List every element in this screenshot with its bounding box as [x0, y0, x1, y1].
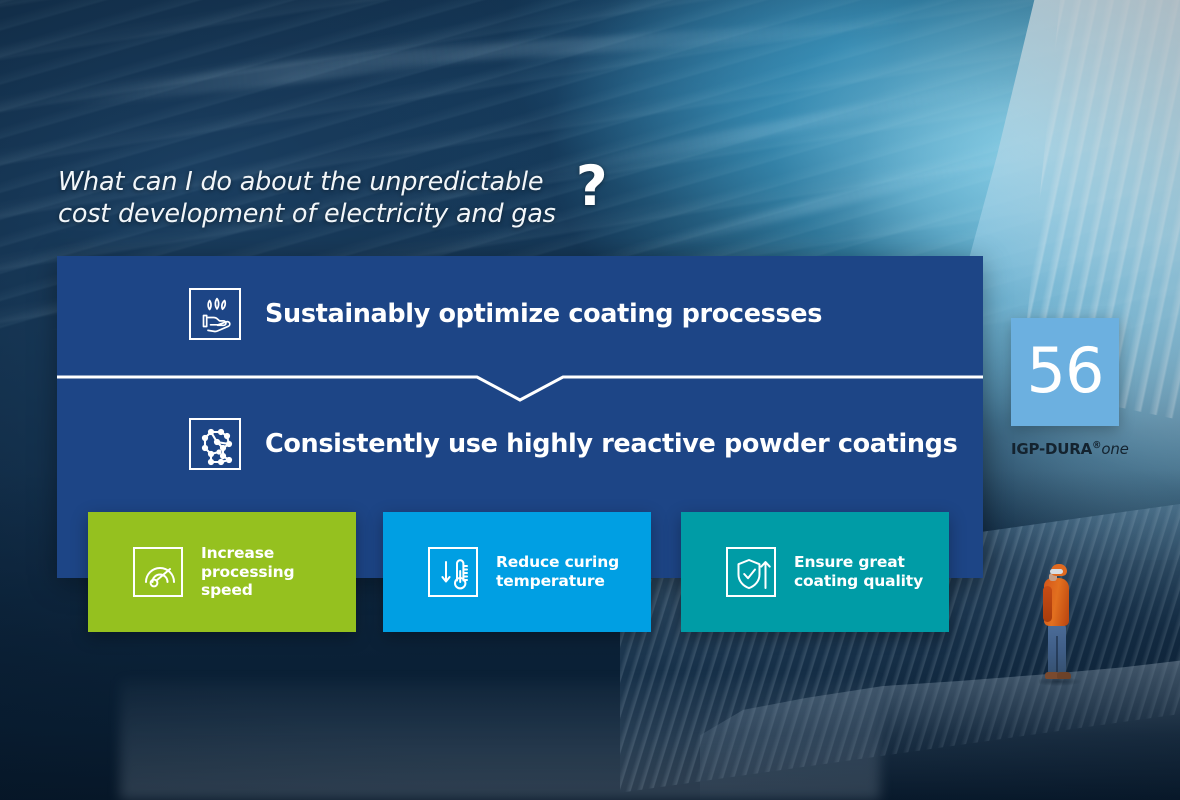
chevron-divider: [57, 372, 983, 402]
headline: What can I do about the unpredictable co…: [58, 159, 608, 230]
person-in-orange-jacket: [1035, 564, 1081, 704]
person-leg-split: [1056, 636, 1058, 672]
question-mark-icon: ?: [575, 154, 608, 218]
badge-number: 56: [1026, 333, 1105, 407]
panel-row-powder-coatings: Consistently use highly reactive powder …: [57, 386, 983, 502]
panel-row-sustainability: Sustainably optimize coating processes: [57, 256, 983, 372]
person-boot: [1045, 672, 1060, 679]
headline-text: What can I do about the unpredictable co…: [58, 167, 556, 230]
shield-check-up-arrow-icon: [726, 547, 776, 597]
person-boot: [1057, 672, 1071, 679]
thermometer-down-icon: [428, 547, 478, 597]
person-face: [1049, 573, 1057, 581]
card-reduce-curing-temperature[interactable]: Reduce curing temperature: [383, 512, 651, 632]
badge-square: 56: [1011, 318, 1119, 426]
card-label: Reduce curing temperature: [496, 553, 620, 590]
brand-main: IGP-DURA: [1011, 440, 1093, 458]
panel-label: Consistently use highly reactive powder …: [265, 429, 958, 459]
melt-pool: [120, 680, 880, 800]
registered-trademark-icon: ®: [1092, 440, 1102, 451]
card-ensure-great-coating-quality[interactable]: Ensure great coating quality: [681, 512, 949, 632]
speedometer-icon: [133, 547, 183, 597]
product-badge: 56 IGP-DURA®one: [1011, 318, 1129, 458]
person-helmet-band: [1050, 569, 1063, 574]
person-shadow: [1039, 677, 1081, 686]
person-arm: [1043, 586, 1052, 622]
panel-label: Sustainably optimize coating processes: [265, 299, 823, 329]
molecule-network-icon: [189, 418, 241, 470]
card-label: Ensure great coating quality: [794, 553, 924, 590]
hand-holding-leaves-icon: [189, 288, 241, 340]
brand-suffix: one: [1101, 440, 1129, 458]
card-label: Increase processing speed: [201, 543, 295, 600]
card-increase-processing-speed[interactable]: Increase processing speed: [88, 512, 356, 632]
badge-brand-caption: IGP-DURA®one: [1011, 440, 1129, 458]
